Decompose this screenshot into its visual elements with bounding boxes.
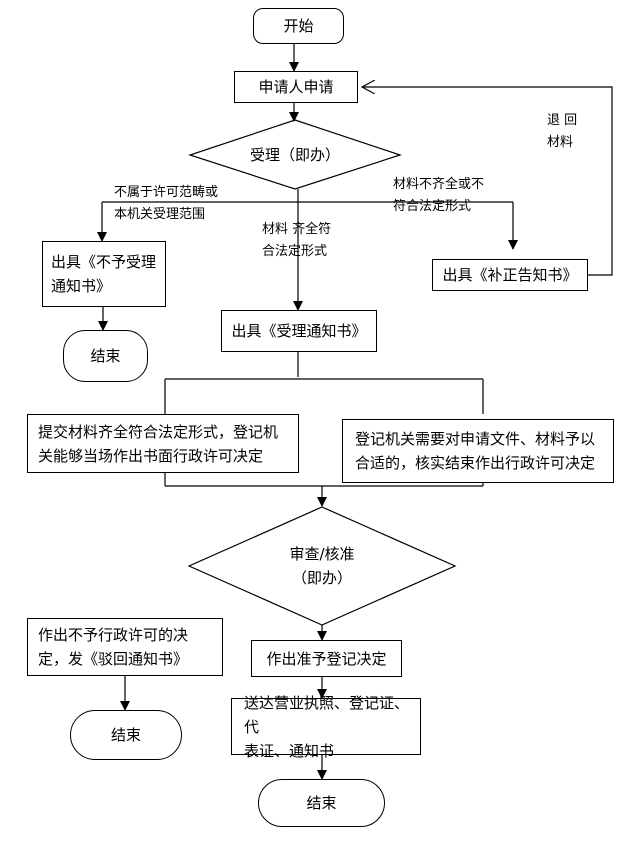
deliver-box: 送达营业执照、登记证、代 表证、通知书 (231, 694, 421, 760)
accept-diamond (188, 119, 402, 190)
incomplete-label: 材料不齐全或不 符合法定形式 (393, 177, 485, 214)
end1-label: 结束 (90, 347, 121, 365)
apply-box: 申请人申请 (234, 71, 358, 103)
deny-label: 作出不予行政许可的决 定，发《驳回通知书》 (38, 626, 189, 668)
deny-box: 作出不予行政许可的决 定，发《驳回通知书》 (27, 618, 223, 676)
decide-on-site-label: 提交材料齐全符合法定形式，登记机 关能够当场作出书面行政许可决定 (38, 422, 279, 465)
reject-notice-box: 出具《不予受理 通知书》 (42, 241, 166, 307)
accept-notice-label: 出具《受理通知书》 (231, 322, 367, 340)
end2-label: 结束 (110, 726, 141, 744)
verify-box: 登记机关需要对申请文件、材料予以 合适的，核实结束作出行政许可决定 (342, 419, 614, 483)
verify-label: 登记机关需要对申请文件、材料予以 合适的，核实结束作出行政许可决定 (355, 430, 596, 472)
review-label: 审查/核准 （即办） (289, 545, 355, 587)
apply-label: 申请人申请 (258, 78, 334, 96)
end-terminal-2: 结束 (70, 710, 182, 760)
complete-label: 材料 齐全符 合法定形式 (262, 222, 332, 259)
accept-label: 受理（即办） (249, 146, 340, 164)
approve-label: 作出准予登记决定 (266, 649, 387, 668)
return-label: 退 回 材料 (547, 113, 578, 150)
end-terminal-3: 结束 (258, 779, 385, 827)
review-decision: 审查/核准 （即办） (240, 540, 404, 592)
accept-notice-box: 出具《受理通知书》 (221, 310, 377, 352)
reject-notice-label: 出具《不予受理 通知书》 (51, 253, 157, 295)
supplement-notice-box: 出具《补正告知书》 (432, 259, 588, 291)
end3-label: 结束 (306, 794, 337, 812)
end-terminal-1: 结束 (63, 330, 148, 382)
deliver-label: 送达营业执照、登记证、代 表证、通知书 (244, 693, 410, 760)
decide-on-site-box: 提交材料齐全符合法定形式，登记机 关能够当场作出书面行政许可决定 (27, 414, 299, 473)
supplement-label: 出具《补正告知书》 (442, 266, 578, 284)
out-of-scope-label: 不属于许可范畴或 本机关受理范围 (114, 185, 219, 222)
start-terminal: 开始 (253, 8, 344, 44)
accept-decision: 受理（即办） (190, 140, 400, 170)
start-label: 开始 (283, 17, 314, 35)
approve-box: 作出准予登记决定 (251, 640, 402, 677)
